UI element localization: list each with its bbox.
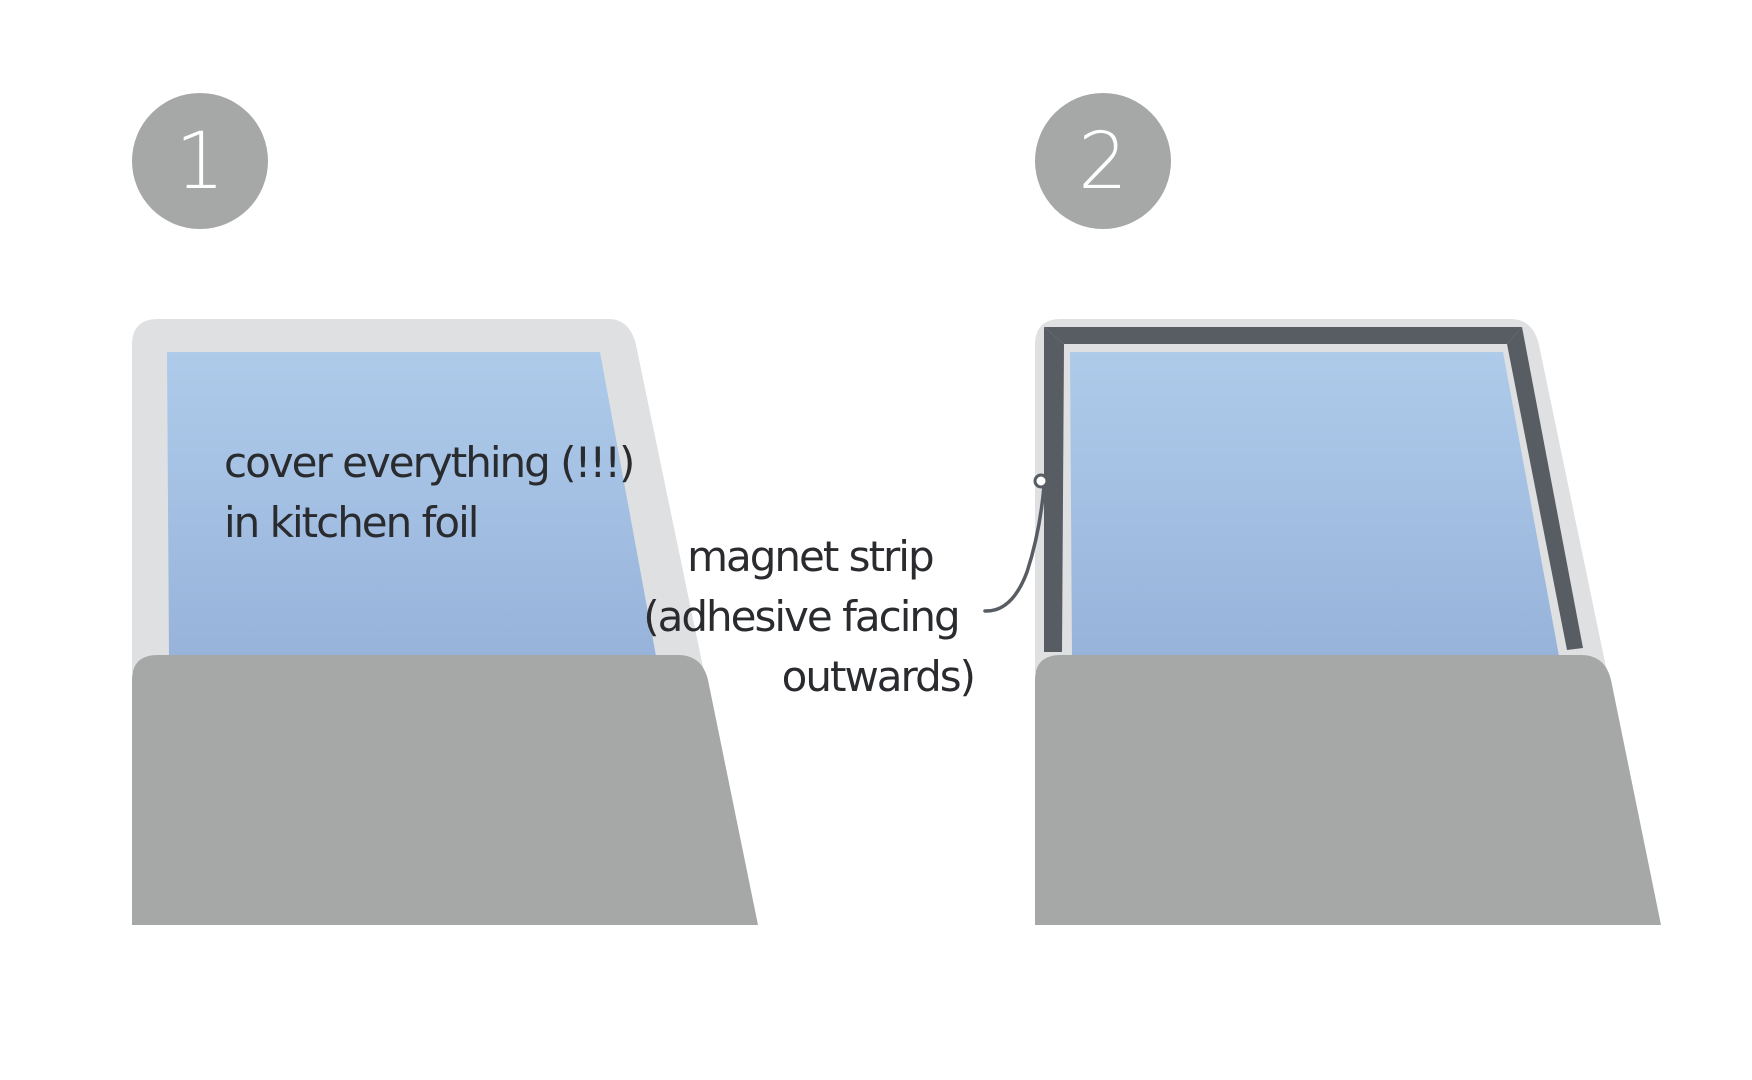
step-1-car-door	[132, 655, 758, 925]
callout-label-line-2: (adhesive facing	[643, 592, 958, 641]
callout-label-line-3: outwards)	[782, 652, 974, 701]
callout-anchor-dot	[1033, 473, 1049, 489]
magnet-strip	[1044, 327, 1583, 652]
step-2-car-door	[1035, 655, 1661, 925]
callout-leader-line	[983, 484, 1046, 613]
step-1-instruction: cover everything (!!!) in kitchen foil	[224, 438, 645, 547]
step-2-badge: 2	[1035, 93, 1171, 229]
step-1-instruction-line-1: cover everything (!!!)	[224, 438, 633, 487]
step-2-window-glass	[1070, 352, 1559, 656]
step-1-badge-circle	[132, 93, 268, 229]
step-1-number: 1	[175, 117, 225, 207]
magnet-strip-callout: magnet strip (adhesive facing outwards)	[643, 473, 1049, 701]
magnet-strip-right	[1507, 327, 1583, 650]
magnet-strip-top	[1044, 327, 1522, 344]
callout-label: magnet strip (adhesive facing outwards)	[643, 532, 974, 701]
magnet-strip-left	[1044, 327, 1064, 652]
callout-label-line-1: magnet strip	[687, 532, 933, 581]
step-1-instruction-line-2: in kitchen foil	[224, 498, 477, 547]
step-2-badge-circle	[1035, 93, 1171, 229]
step-1: 1 cover everything (!!!) in kitchen foil	[132, 93, 758, 925]
step-1-badge: 1	[132, 93, 268, 229]
step-2-window	[1035, 319, 1661, 925]
step-2: 2	[1035, 93, 1661, 925]
step-1-window	[132, 319, 758, 925]
step-2-number: 2	[1078, 117, 1128, 207]
step-1-window-glass	[167, 352, 656, 656]
